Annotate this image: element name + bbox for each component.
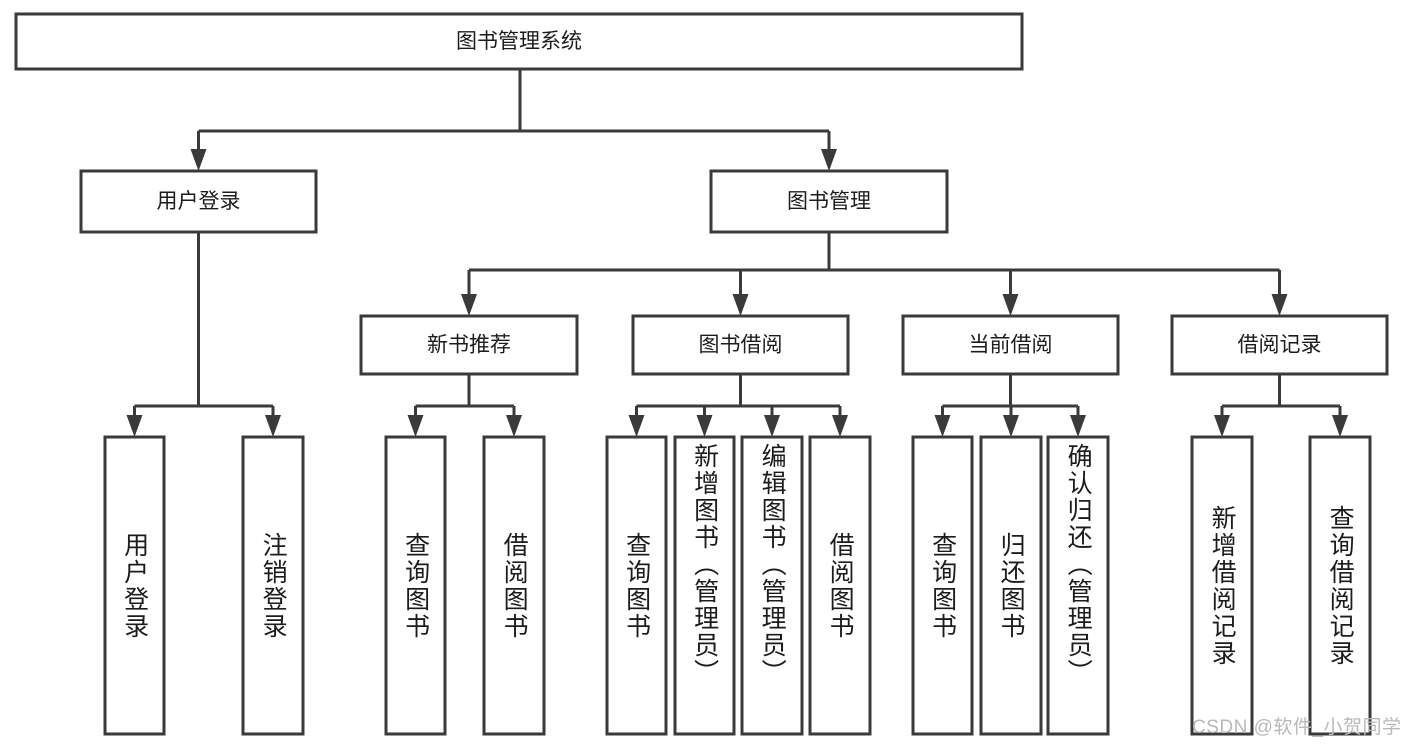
arrow-head-icon [628, 415, 645, 437]
node-label-book-borrow: 图书借阅 [699, 334, 783, 357]
arrow-head-icon [732, 294, 749, 316]
node-leaf-confirm-return[interactable] [1046, 435, 1110, 736]
node-leaf-query-book-cb[interactable] [911, 435, 974, 736]
arrow-head-icon [832, 415, 848, 437]
arrow-head-icon [1332, 415, 1348, 437]
node-leaf-return-book[interactable] [979, 435, 1043, 736]
arrow-head-icon [1271, 294, 1288, 316]
arrow-head-icon [1003, 415, 1019, 437]
node-book-manage[interactable] [709, 169, 949, 234]
node-label-borrow-record: 借阅记录 [1238, 334, 1322, 357]
node-root[interactable] [14, 12, 1024, 71]
node-label-user-login: 用户登录 [157, 190, 241, 213]
node-leaf-edit-book[interactable] [740, 435, 804, 736]
node-leaf-query-record[interactable] [1308, 435, 1372, 736]
arrow-head-icon [506, 415, 522, 437]
node-new-book-rec[interactable] [359, 314, 579, 376]
connector-layer [126, 69, 1348, 437]
node-label-current-borrow: 当前借阅 [969, 334, 1053, 357]
node-leaf-query-book-br[interactable] [605, 435, 668, 736]
node-leaf-user-login[interactable] [103, 435, 166, 736]
node-label-book-manage: 图书管理 [787, 190, 871, 213]
arrow-head-icon [126, 415, 143, 437]
arrow-head-icon [934, 415, 951, 437]
node-borrow-record[interactable] [1170, 314, 1389, 376]
arrow-head-icon [821, 149, 837, 171]
node-book-borrow[interactable] [631, 314, 850, 376]
node-leaf-add-record[interactable] [1190, 435, 1254, 736]
node-leaf-query-book-rec[interactable] [384, 435, 447, 736]
watermark-text: CSDN @软件_小贺同学 [1192, 717, 1402, 738]
arrow-head-icon [1070, 415, 1086, 437]
node-leaf-borrow-book-rec[interactable] [482, 435, 546, 736]
arrow-head-icon [764, 415, 780, 437]
node-label-root: 图书管理系统 [456, 30, 582, 53]
arrow-head-icon [265, 415, 281, 437]
box-layer [14, 12, 1389, 736]
node-leaf-add-book[interactable] [673, 435, 736, 736]
arrow-head-icon [407, 415, 424, 437]
node-current-borrow[interactable] [901, 314, 1120, 376]
node-label-new-book-rec: 新书推荐 [427, 334, 511, 357]
node-user-login[interactable] [79, 169, 318, 234]
arrow-head-icon [461, 294, 477, 316]
arrow-head-icon [1002, 294, 1019, 316]
node-leaf-borrow-book-br[interactable] [808, 435, 872, 736]
arrow-head-icon [1214, 415, 1230, 437]
node-leaf-logout[interactable] [241, 435, 305, 736]
arrow-head-icon [190, 149, 207, 171]
arrow-head-icon [696, 415, 713, 437]
